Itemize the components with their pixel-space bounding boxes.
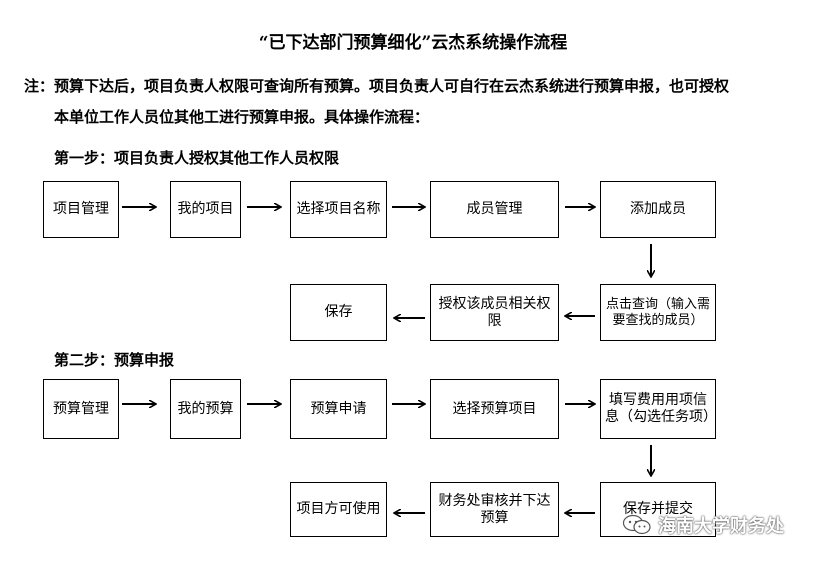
box-project-management: 项目管理 — [43, 181, 119, 238]
box-save-and-submit: 保存并提交 — [600, 482, 716, 537]
box-select-project-name: 选择项目名称 — [290, 181, 387, 238]
box-fill-expense-info: 填写费用用项信息（勾选任务项） — [600, 379, 717, 439]
box-project-usable: 项目方可使用 — [290, 482, 387, 537]
step1-heading: 第一步：项目负责人授权其他工作人员权限 — [54, 149, 340, 167]
box-click-query: 点击查询（输入需要查找的成员） — [600, 284, 716, 341]
watermark: 海南大学财务处 — [622, 512, 784, 538]
box-save: 保存 — [290, 284, 387, 341]
note-line-2: 本单位工作人员位其他工进行预算申报。具体操作流程： — [54, 108, 430, 126]
box-budget-management: 预算管理 — [43, 379, 119, 439]
page-title: “已下达部门预算细化”云杰系统操作流程 — [258, 33, 568, 53]
box-authorize-member: 授权该成员相关权限 — [430, 284, 559, 341]
box-add-member: 添加成员 — [600, 181, 716, 238]
wechat-icon — [622, 514, 651, 535]
box-member-management: 成员管理 — [430, 181, 559, 238]
note-line-1: 注：预算下达后，项目负责人权限可查询所有预算。项目负责人可自行在云杰系统进行预算… — [24, 77, 730, 95]
box-my-budget: 我的预算 — [170, 379, 241, 439]
step2-heading: 第二步：预算申报 — [54, 351, 175, 369]
box-select-budget-item: 选择预算项目 — [430, 379, 559, 439]
watermark-text: 海南大学财务处 — [658, 516, 784, 537]
box-budget-application: 预算申请 — [290, 379, 387, 439]
box-finance-review: 财务处审核并下达预算 — [430, 482, 559, 537]
box-my-projects: 我的项目 — [170, 181, 241, 238]
